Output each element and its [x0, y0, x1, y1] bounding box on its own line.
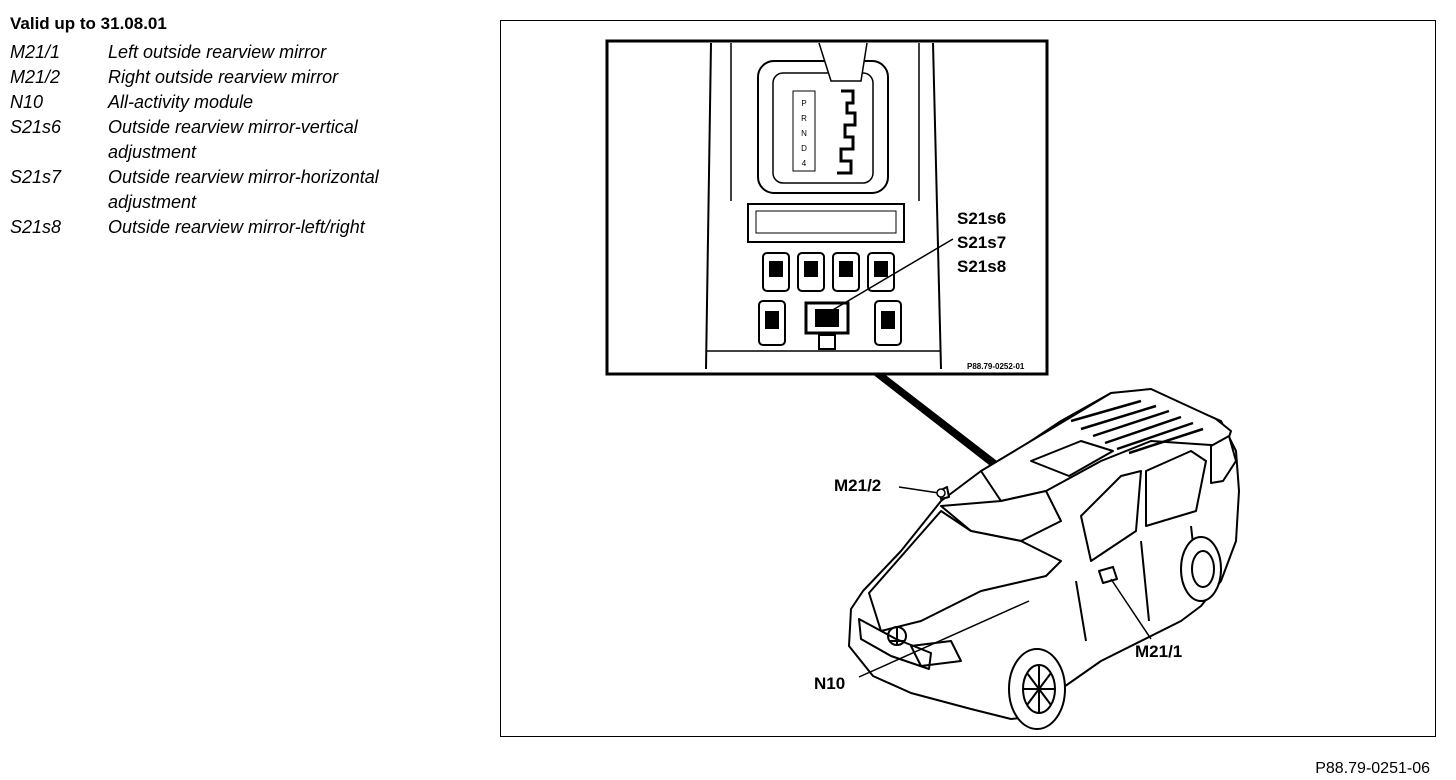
callout-m21-2: M21/2 [834, 476, 881, 495]
legend-description: Outside rearview mirror-left/right [108, 217, 365, 237]
vehicle-drawing [848, 388, 1240, 730]
m21-2-marker [936, 488, 946, 498]
callout-leaders [858, 486, 1152, 678]
svg-text:D: D [801, 144, 807, 153]
legend-title: Valid up to 31.08.01 [10, 14, 167, 33]
legend-description: Left outside rearview mirror [108, 42, 327, 62]
legend-description: Outside rearview mirror-horizontal adjus… [108, 167, 379, 212]
legend-item: N10 All-activity module [10, 90, 480, 115]
legend-item: M21/2 Right outside rearview mirror [10, 65, 480, 90]
legend-item: S21s6 Outside rearview mirror-vertical a… [10, 115, 480, 165]
legend-item: S21s8 Outside rearview mirror-left/right [10, 215, 480, 240]
svg-text:N: N [801, 129, 807, 138]
legend-code: M21/1 [10, 42, 61, 62]
inset-id: P88.79-0252-01 [967, 362, 1025, 371]
diagram-frame: P R N D 4 [500, 20, 1436, 737]
legend-description: All-activity module [108, 92, 254, 112]
legend-description: Right outside rearview mirror [108, 67, 339, 87]
legend-item: M21/1 Left outside rearview mirror [10, 40, 480, 65]
callout-n10: N10 [814, 674, 845, 693]
svg-text:4: 4 [802, 159, 807, 168]
legend-code: M21/2 [10, 67, 61, 87]
callout-s21s8: S21s8 [957, 257, 1006, 276]
callout-m21-1: M21/1 [1135, 642, 1182, 661]
svg-text:P: P [801, 99, 806, 108]
legend-code: S21s8 [10, 217, 62, 237]
legend-description: Outside rearview mirror-vertical adjustm… [108, 117, 358, 162]
console-inset: P R N D 4 [605, 39, 1049, 376]
svg-text:R: R [801, 114, 807, 123]
legend-item: S21s7 Outside rearview mirror-horizontal… [10, 165, 480, 215]
legend-code: N10 [10, 92, 44, 112]
vehicle-diagram: P R N D 4 [605, 39, 1240, 730]
legend: Valid up to 31.08.01 M21/1 Left outside … [10, 14, 480, 240]
legend-code: S21s6 [10, 117, 62, 137]
callout-s21s7: S21s7 [957, 233, 1006, 252]
figure-id: P88.79-0251-06 [1315, 760, 1430, 777]
legend-code: S21s7 [10, 167, 62, 187]
callout-s21s6: S21s6 [957, 209, 1006, 228]
